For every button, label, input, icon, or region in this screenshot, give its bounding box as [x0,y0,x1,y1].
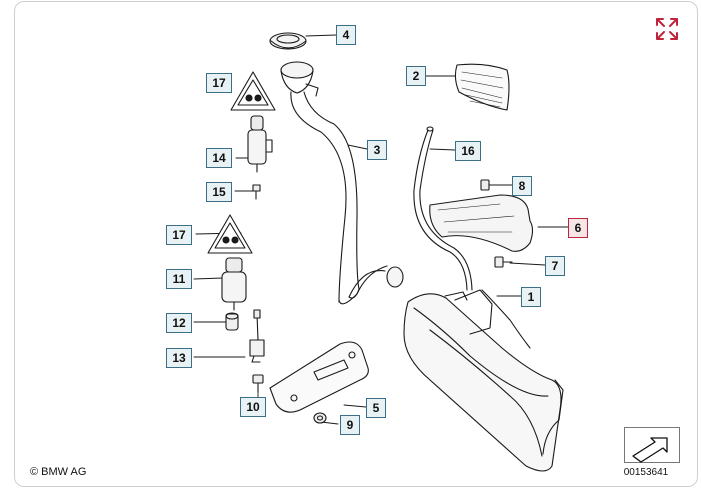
callout-8[interactable]: 8 [512,176,532,196]
callout-17-lower[interactable]: 17 [166,225,192,245]
part-sensor [249,309,265,363]
part-shell [429,194,534,252]
callout-16[interactable]: 16 [455,141,481,161]
part-pad [454,63,510,111]
callout-4[interactable]: 4 [336,25,356,45]
callout-2[interactable]: 2 [406,66,426,86]
expand-arrows-icon[interactable] [655,17,679,41]
copyright-text: © BMW AG [30,466,87,478]
callout-13[interactable]: 13 [166,348,192,368]
next-arrow-icon [632,437,668,463]
diagram-reference-number: 00153641 [623,467,669,478]
part-nut-9 [313,412,327,424]
part-warning-labels [207,71,276,254]
part-grommet [225,312,239,331]
part-bracket [269,341,369,413]
callout-7[interactable]: 7 [545,256,565,276]
part-lower-pump [221,257,247,311]
callout-9[interactable]: 9 [340,415,360,435]
part-reservoir [403,289,564,472]
callout-3[interactable]: 3 [367,140,387,160]
callout-5[interactable]: 5 [366,398,386,418]
part-screw-15 [252,184,261,200]
callout-1[interactable]: 1 [521,287,541,307]
part-cap [269,32,307,50]
part-overflow-hose [413,126,473,291]
part-upper-pump [247,115,273,173]
next-arrow-button[interactable] [624,427,680,463]
callout-14[interactable]: 14 [206,148,232,168]
part-bolt-10 [252,374,264,393]
callout-15[interactable]: 15 [206,182,232,202]
part-filler-hose [280,61,404,305]
part-bolts [480,179,513,268]
callout-6[interactable]: 6 [568,218,588,238]
callout-17-upper[interactable]: 17 [206,73,232,93]
callout-11[interactable]: 11 [166,269,192,289]
callout-12[interactable]: 12 [166,313,192,333]
callout-10[interactable]: 10 [240,397,266,417]
